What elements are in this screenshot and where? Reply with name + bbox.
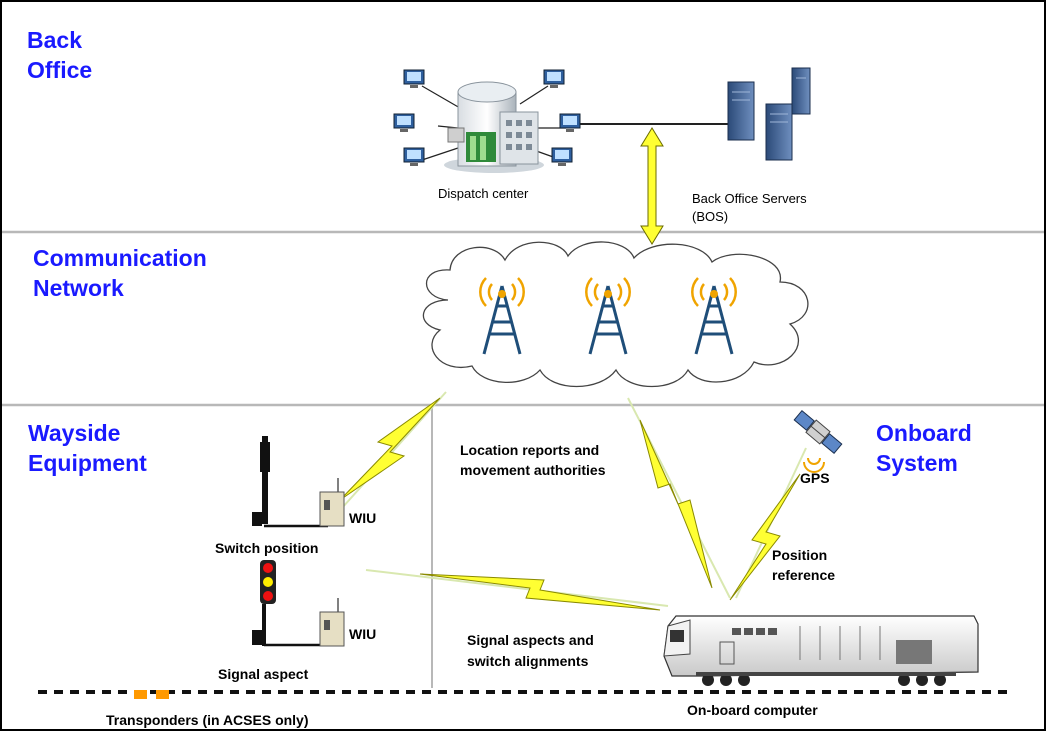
label-line: switch alignments bbox=[467, 653, 589, 669]
label-line: movement authorities bbox=[460, 462, 606, 478]
label-line: Back Office Servers bbox=[692, 191, 807, 206]
computer-icon bbox=[543, 69, 565, 88]
lightning-bolt-signal-train bbox=[419, 573, 661, 611]
section-title-communication: Communication Network bbox=[33, 243, 207, 303]
label-signal-aspect: Signal aspect bbox=[218, 666, 309, 682]
section-title-wayside: Wayside Equipment bbox=[28, 418, 147, 478]
section-title-line: Wayside bbox=[28, 420, 121, 446]
label-line: reference bbox=[772, 567, 836, 583]
section-title-line: System bbox=[876, 450, 958, 476]
section-title-line: Network bbox=[33, 275, 124, 301]
lightning-bolts bbox=[339, 397, 801, 611]
section-title-back-office: Back Office bbox=[27, 25, 92, 85]
signal-icon bbox=[252, 560, 330, 647]
label-back-office-servers: Back Office Servers (BOS) bbox=[692, 190, 807, 226]
label-transponders: Transponders (in ACSES only) bbox=[106, 712, 309, 728]
locomotive-icon bbox=[663, 615, 979, 686]
wiu-box-bottom bbox=[319, 598, 345, 647]
radio-tower-icon bbox=[479, 277, 525, 355]
label-dispatch-center: Dispatch center bbox=[438, 186, 529, 201]
switch-machine-icon bbox=[252, 436, 328, 528]
label-wiu-bottom: WIU bbox=[349, 626, 377, 642]
label-line: Position bbox=[772, 547, 828, 563]
label-location-reports: Location reports and movement authoritie… bbox=[460, 440, 605, 480]
label-gps: GPS bbox=[800, 470, 830, 486]
computer-icon bbox=[403, 147, 425, 166]
computer-icons bbox=[393, 69, 581, 166]
computer-icon bbox=[551, 147, 573, 166]
label-wiu-top: WIU bbox=[349, 510, 377, 526]
dispatch-building-icon bbox=[444, 81, 544, 173]
label-position-reference: Position reference bbox=[772, 545, 835, 585]
section-title-line: Equipment bbox=[28, 450, 147, 476]
gps-signal-icon bbox=[803, 457, 825, 473]
label-line: Signal aspects and bbox=[467, 632, 594, 648]
section-title-onboard: Onboard System bbox=[876, 418, 972, 478]
lightning-bolt-cloud-train bbox=[639, 419, 713, 589]
wiu-box-top bbox=[319, 478, 345, 527]
lightning-bolt-gps bbox=[729, 473, 801, 601]
gps-satellite-icon bbox=[793, 409, 843, 455]
label-onboard-computer: On-board computer bbox=[687, 702, 818, 718]
section-title-line: Back bbox=[27, 27, 82, 53]
server-icons bbox=[727, 67, 811, 161]
computer-icon bbox=[559, 113, 581, 132]
label-line: Location reports and bbox=[460, 442, 600, 458]
radio-tower-icon bbox=[585, 277, 631, 355]
section-title-line: Communication bbox=[33, 245, 207, 271]
lightning-bolt-wayside bbox=[339, 397, 441, 501]
transponder-icon bbox=[156, 690, 169, 699]
radio-tower-icon bbox=[691, 277, 737, 355]
section-title-line: Onboard bbox=[876, 420, 972, 446]
bos-comm-double-arrow bbox=[640, 127, 664, 245]
transponder-icon bbox=[134, 690, 147, 699]
label-signal-aspects: Signal aspects and switch alignments bbox=[467, 630, 594, 672]
label-switch-position: Switch position bbox=[215, 540, 319, 556]
section-title-line: Office bbox=[27, 57, 93, 83]
computer-icon bbox=[403, 69, 425, 88]
label-line: (BOS) bbox=[692, 209, 729, 224]
tower-icons bbox=[479, 277, 737, 355]
computer-icon bbox=[393, 113, 415, 132]
